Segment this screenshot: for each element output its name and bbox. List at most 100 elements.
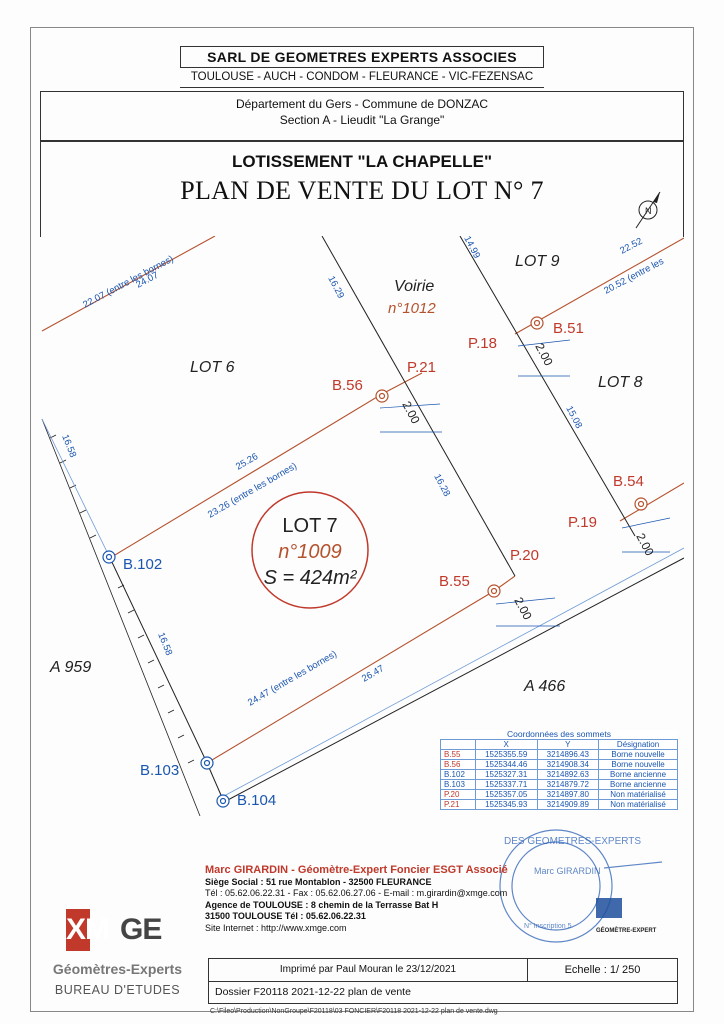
cadastral-plan: LOT 6 LOT 8 LOT 9 A 959 A 466 Voirie n°1… [41, 236, 684, 816]
header-y: Y [536, 739, 600, 750]
boundary-lot6-north [41, 236, 216, 332]
logo-subtitle: BUREAU D'ETUDES [54, 983, 181, 997]
website-line: Site Internet : http://www.xmge.com [205, 922, 347, 933]
logo-red-block [66, 909, 90, 951]
boundary-lot7-north [109, 393, 383, 559]
voirie-number: n°1012 [388, 300, 436, 317]
parcel-a466-label: A 466 [523, 678, 565, 695]
stamp-inscription: N° Inscription 5 [524, 922, 572, 930]
boundary-a466 [223, 557, 684, 803]
label-p21: P.21 [407, 359, 436, 376]
dim-20-52: 20.52 (entre les [602, 256, 666, 297]
toulouse-city: 31500 TOULOUSE Tél : 05.62.06.22.31 [205, 911, 366, 922]
lot6-label: LOT 6 [190, 359, 235, 376]
label-b103: B.103 [140, 762, 179, 779]
plan-title: PLAN DE VENTE DU LOT N° 7 [180, 176, 544, 205]
table-row: P.20 1525357.05 3214897.80 Non matériali… [440, 789, 678, 800]
company-name: SARL DE GEOMETRES EXPERTS ASSOCIES [180, 46, 544, 68]
dim-2-00-p19: 2.00 [633, 531, 656, 558]
dim-2-00-p20: 2.00 [511, 595, 534, 622]
boundary-lot7-south [206, 590, 495, 764]
department-line: Département du Gers - Commune de DONZAC [235, 97, 489, 111]
fence-line [41, 418, 201, 816]
dim-26-47: 26.47 [360, 663, 386, 684]
table-row: B.56 1525344.46 3214908.34 Borne nouvell… [440, 759, 678, 770]
dim-15-08: 15.08 [563, 404, 584, 430]
contact-block: Marc GIRARDIN - Géomètre-Expert Foncier … [205, 864, 585, 935]
boundary-lot8-lot9 [514, 237, 684, 335]
lot8-label: LOT 8 [598, 374, 643, 391]
title-block: LOTISSEMENT "LA CHAPELLE" PLAN DE VENTE … [40, 141, 684, 237]
coordinates-header-row: X Y Désignation [440, 739, 678, 750]
dim-24-47: 24.47 (entre les bornes) [246, 649, 339, 709]
cadastral-line-west [41, 418, 111, 559]
dim-16-58-west: 16.58 [59, 433, 78, 459]
header-x: X [474, 739, 538, 750]
stamp-ring-text: DES GEOMETRES-EXPERTS [504, 836, 641, 847]
table-row: B.55 1525355.59 3214896.43 Borne nouvell… [440, 749, 678, 760]
surveyor-name: Marc GIRARDIN - Géomètre-Expert Foncier … [205, 864, 508, 876]
label-b54: B.54 [613, 473, 644, 490]
coordinates-table: Coordonnées des sommets X Y Désignation … [440, 730, 678, 810]
lot7-marker-circle [251, 491, 369, 609]
divider-lot9-lot8 [459, 236, 636, 537]
dim-23-26: 23.26 (entre les bornes) [206, 461, 299, 521]
lot7-name: LOT 7 [282, 515, 337, 537]
label-b55: B.55 [439, 573, 470, 590]
label-b51: B.51 [553, 320, 584, 337]
table-row: B.103 1525337.71 3214879.72 Borne ancien… [440, 779, 678, 790]
dim-14-99: 14.99 [461, 236, 482, 260]
north-arrow-icon: N [635, 191, 661, 229]
dossier-info: Dossier F20118 2021-12-22 plan de vente [208, 982, 678, 1004]
sheet-frame [30, 27, 694, 1012]
head-office: Siège Social : 51 rue Montablon - 32500 … [205, 876, 432, 887]
table-row: B.102 1525327.31 3214892.63 Borne ancien… [440, 769, 678, 780]
section-line: Section A - Lieudit "La Grange" [279, 113, 445, 127]
print-info: Imprimé par Paul Mouran le 23/12/2021 [208, 958, 528, 982]
boundary-offset-p21 [381, 372, 423, 395]
phone-line: Tél : 05.62.06.22.31 - Fax : 05.62.06.27… [205, 888, 508, 899]
dim-2-00-p18: 2.00 [532, 341, 555, 368]
dim-16-58-lot7: 16.58 [155, 631, 174, 657]
label-b56: B.56 [332, 377, 363, 394]
stamp-badge: GÉOMÈTRE-EXPERT [596, 926, 657, 934]
scale-info: Echelle : 1/ 250 [528, 958, 678, 982]
label-p20: P.20 [510, 547, 539, 564]
parcel-a959-label: A 959 [49, 659, 91, 676]
lot7-number: n°1009 [278, 541, 342, 563]
geometre-expert-stamp: DES GEOMETRES-EXPERTS Marc GIRARDIN N° I… [499, 829, 663, 943]
boundary-lot7-west [109, 557, 208, 764]
logo-ge: GE [120, 913, 162, 946]
file-path: C:\Fileo\Production\NonGroupe\F20118\03 … [210, 1008, 498, 1015]
logo-tagline: Géomètres-Experts [52, 961, 183, 977]
company-towns: TOULOUSE - AUCH - CONDOM - FLEURANCE - V… [190, 71, 534, 83]
lot9-label: LOT 9 [515, 253, 560, 270]
xmge-logo: XM GE Géomètres-Experts BUREAU D'ETUDES [40, 905, 200, 1005]
dim-16-29: 16.29 [325, 274, 346, 300]
svg-text:N: N [645, 206, 652, 216]
boundary-lot8-south [619, 482, 684, 522]
header-point [440, 739, 476, 750]
dim-22-52: 22.52 [618, 236, 644, 257]
label-p19: P.19 [568, 514, 597, 531]
cadastral-line-a466 [223, 547, 684, 797]
logo-xm: XM [66, 913, 110, 946]
label-b102: B.102 [123, 556, 162, 573]
lot7-area: S = 424m² [264, 567, 358, 589]
divider-lot7-road [321, 236, 516, 577]
coordinates-caption: Coordonnées des sommets [507, 729, 611, 739]
subdivision-title: LOTISSEMENT "LA CHAPELLE" [231, 152, 493, 171]
table-row: P.21 1525345.93 3214909.89 Non matériali… [440, 799, 678, 810]
stamp-name: Marc GIRARDIN [534, 866, 601, 876]
dim-2-00-p21: 2.00 [399, 399, 422, 426]
voirie-label: Voirie [394, 278, 434, 295]
dim-16-28: 16.28 [431, 472, 452, 498]
header-divider [180, 87, 544, 88]
header-designation: Désignation [598, 739, 678, 750]
label-p18: P.18 [468, 335, 497, 352]
dim-22-07: 22.07 (entre les bornes) [81, 254, 175, 311]
label-b104: B.104 [237, 792, 276, 809]
location-block: Département du Gers - Commune de DONZAC … [40, 91, 684, 141]
toulouse-office: Agence de TOULOUSE : 8 chemin de la Terr… [205, 899, 439, 910]
